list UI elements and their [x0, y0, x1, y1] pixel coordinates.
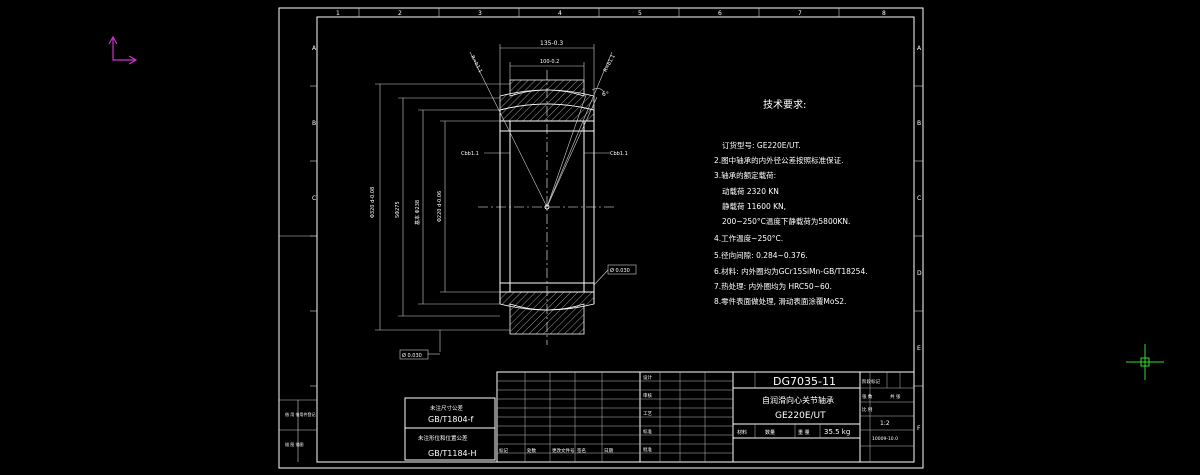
contact-angle-lines: [469, 51, 613, 208]
dim-top-outer: 135-0.3: [540, 40, 563, 47]
sheet-outer-frame: [278, 7, 924, 469]
row-label-b-right: B: [917, 120, 921, 127]
tb-left-cell-3: 更改文件号: [552, 447, 575, 454]
dim-top-inner: 100-0.2: [540, 59, 559, 65]
standards-code-2: GB/T1184-H: [428, 449, 477, 458]
dim-chamfer-right: R≈b1.1: [603, 54, 617, 73]
tb-part-name-1: 自润滑向心关节轴承: [762, 395, 834, 405]
col-label-6: 6: [718, 10, 722, 17]
tech-line-5: 静载荷 11600 KN,: [722, 201, 786, 211]
left-strip: [279, 235, 317, 462]
tb-left-cell-5: 日期: [604, 448, 613, 454]
tb-drawing-number: DG7035-11: [773, 375, 836, 388]
diameter-dimension-lines: [375, 83, 510, 331]
tb-weight-value: 35.5 kg: [824, 428, 850, 436]
standards-label-1: 未注尺寸公差: [430, 404, 464, 412]
left-strip-row2: 描 图 描图: [285, 441, 304, 447]
col-label-2: 2: [398, 10, 402, 17]
tb-sig-5: 批准: [643, 446, 652, 453]
tech-line-9: 6.材料: 内外圈均为GCr15SiMn-GB/T18254.: [714, 266, 868, 276]
tech-line-2: 2.图中轴承的内外径公差按照标准保证.: [714, 155, 844, 165]
dim-side-right: Cbb1.1: [610, 151, 628, 157]
row-label-c-right: C: [917, 195, 921, 202]
col-label-1: 1: [336, 10, 340, 17]
dim-dia-outer: Φ320 d-0.08: [370, 187, 376, 218]
tb-part-name-2: GE220E/UT: [775, 411, 826, 421]
standards-box: [404, 397, 496, 461]
tech-title: 技术要求:: [763, 98, 806, 111]
col-label-4: 4: [558, 10, 562, 17]
column-markers: [358, 8, 840, 17]
left-strip-row1: 借 用 借用件登记: [285, 411, 316, 417]
row-label-c-left: C: [312, 195, 316, 202]
row-label-a-right: A: [917, 45, 922, 52]
tech-line-3: 3.轴承的额定载荷:: [714, 170, 776, 180]
dim-dia-mid: 基本 Φ238: [414, 200, 421, 225]
tech-line-8: 5.径向间隙: 0.284~0.376.: [714, 250, 808, 260]
tech-line-7: 4.工作温度~250°C.: [714, 233, 783, 243]
ucs-icon: [108, 35, 138, 65]
tb-sig-1: 设计: [643, 374, 652, 381]
tb-code: 10009-10.0: [872, 436, 898, 442]
dim-dia-sphere: SΦ275: [395, 201, 401, 218]
row-label-d-right: D: [917, 270, 922, 277]
tolerance-frame-right: Ø 0.030: [593, 264, 637, 286]
tech-line-4: 动载荷 2320 KN: [722, 186, 779, 196]
tb-left-cell-2: 处数: [527, 447, 536, 454]
dim-side-left: Cbb1.1: [461, 151, 479, 157]
dim-chamfer-left: R≈b1.1: [469, 55, 483, 74]
row-label-a-left: A: [312, 45, 317, 52]
svg-text:Ø 0.030: Ø 0.030: [610, 267, 630, 274]
row-label-f-right: F: [917, 425, 921, 432]
center-point: [544, 204, 550, 210]
col-label-3: 3: [478, 10, 482, 17]
tb-scale-label: 比 例: [862, 406, 873, 413]
tb-weight-label: 重 量: [798, 429, 810, 436]
tb-material-value: 数量: [765, 429, 775, 436]
row-label-b-left: B: [312, 120, 316, 127]
title-block-subgrid: [497, 372, 914, 462]
crosshair-cursor-icon[interactable]: [1126, 344, 1164, 380]
tb-material-label: 材料: [737, 429, 747, 436]
tech-line-1: 订货型号: GE220E/UT.: [722, 140, 801, 150]
tech-line-11: 8.零件表面做处理, 滑动表面涂覆MoS2.: [714, 296, 846, 306]
tb-sig-2: 审核: [643, 392, 652, 399]
standards-label-2: 未注形位和位置公差: [418, 434, 468, 442]
col-label-7: 7: [798, 10, 802, 17]
tb-stage: 阶段标记: [862, 378, 880, 385]
svg-text:Ø 0.030: Ø 0.030: [402, 352, 422, 359]
standards-code-1: GB/T1804-f: [428, 415, 474, 424]
row-markers: [310, 85, 923, 387]
tolerance-frame-bottom: Ø 0.030: [399, 330, 441, 360]
tb-sheet-value: 共 张: [890, 393, 901, 400]
tb-scale-value: 1:2: [880, 420, 890, 427]
dim-dia-bore: Φ220 d-0.06: [437, 191, 443, 222]
tb-sig-3: 工艺: [643, 411, 652, 417]
col-label-5: 5: [638, 10, 642, 17]
tech-line-10: 7.热处理: 内外圈均为 HRC50~60.: [714, 281, 832, 291]
tech-line-6: 200~250°C温度下静载荷为5800KN.: [722, 216, 850, 226]
tb-sig-4: 标准: [643, 428, 652, 435]
top-dimension-lines: [499, 44, 595, 96]
angle-label: 6°: [602, 91, 609, 98]
row-label-e-right: E: [917, 345, 921, 352]
angle-arc: [591, 88, 605, 93]
col-label-8: 8: [882, 10, 886, 17]
tb-left-cell-1: 标记: [499, 447, 508, 454]
tb-sheet-label: 张 数: [862, 393, 873, 400]
tb-left-cell-4: 签名: [577, 447, 586, 454]
